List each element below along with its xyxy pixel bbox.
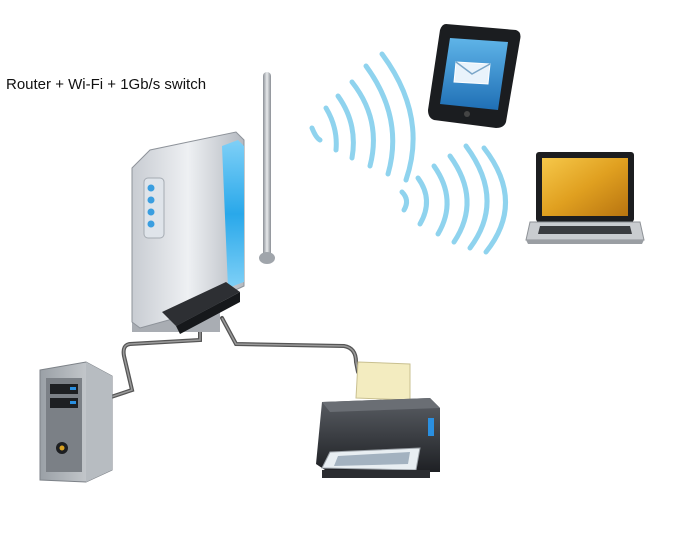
printer-icon: [316, 361, 440, 478]
tablet-icon: [428, 24, 521, 128]
wifi-waves-laptop-icon: [399, 143, 508, 255]
cable-highlight: [107, 317, 359, 399]
router-icon: [131, 72, 275, 334]
envelope-icon: [453, 61, 491, 85]
wifi-waves-tablet-icon: [309, 51, 416, 183]
diagram-caption: Router + Wi-Fi + 1Gb/s switch: [6, 76, 207, 93]
server-icon: [39, 361, 113, 483]
laptop-icon: [525, 152, 645, 244]
